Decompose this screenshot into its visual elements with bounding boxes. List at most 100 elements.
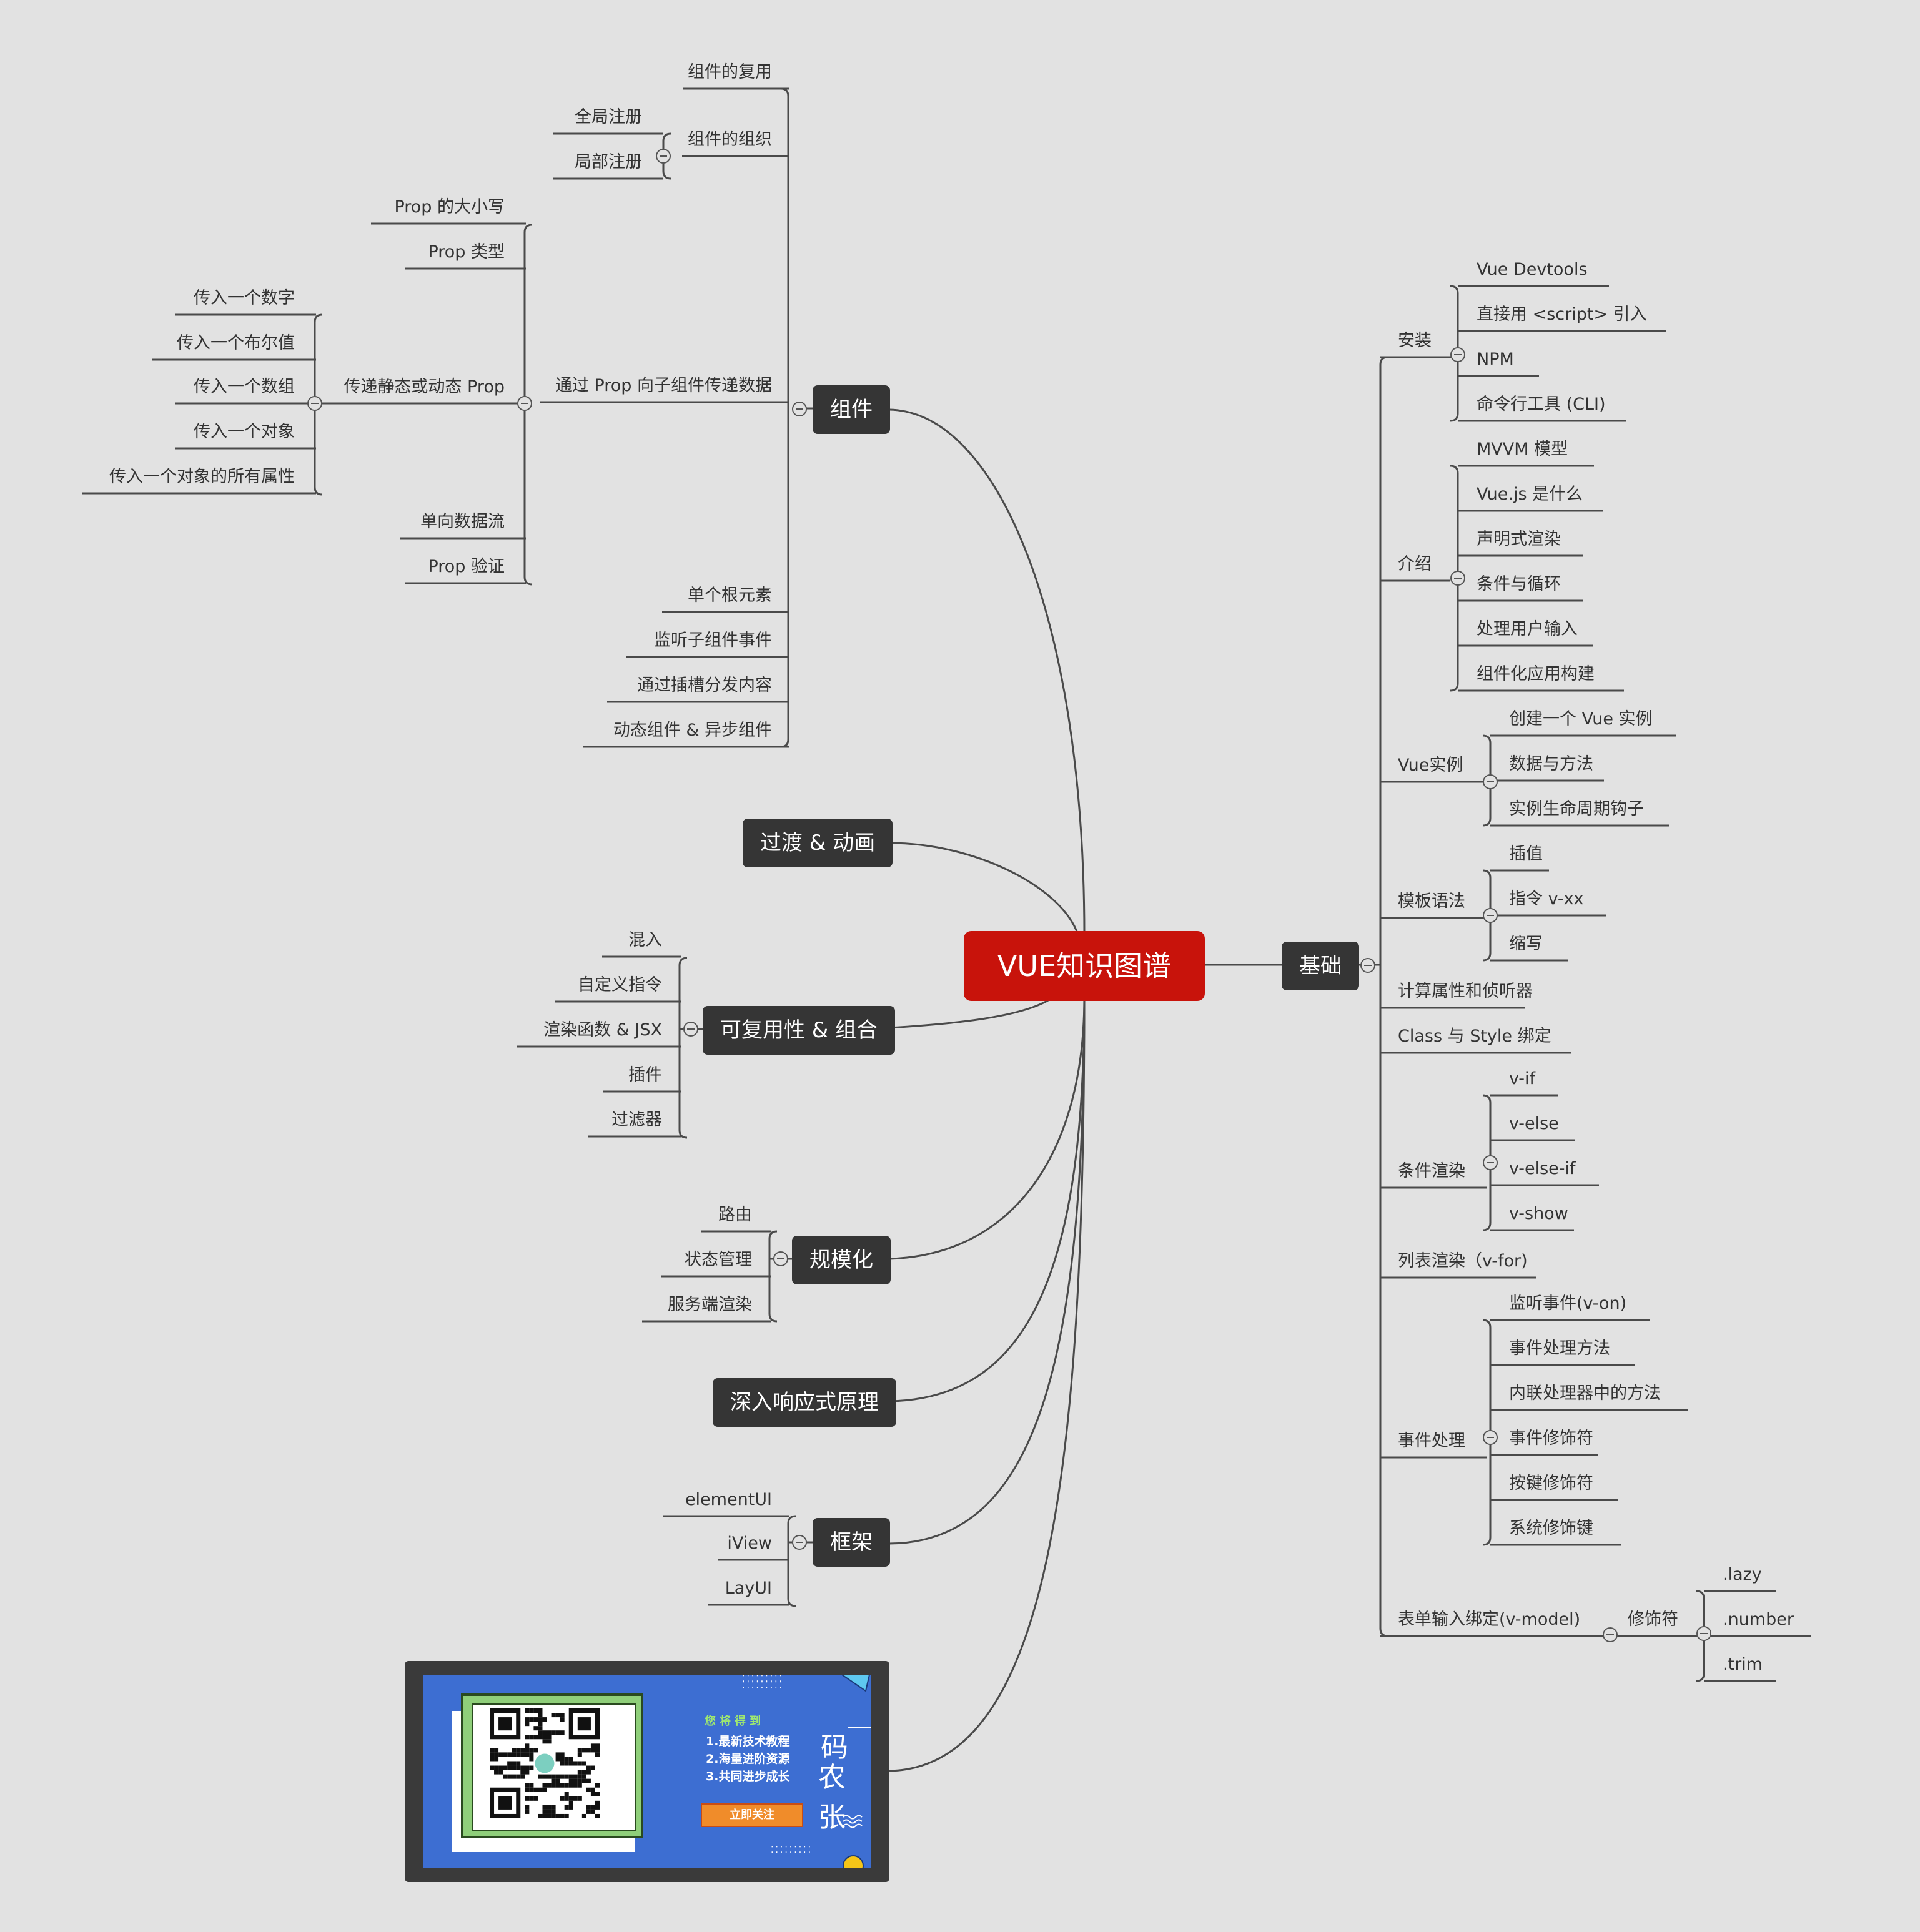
node-basics-instance-children-2[interactable]: 实例生命周期钩子 [1509, 799, 1644, 819]
collapse-toggle-icon[interactable] [1483, 1155, 1498, 1170]
node-basics-intro-children-1[interactable]: Vue.js 是什么 [1477, 485, 1583, 504]
node-basics-modifier[interactable]: 修饰符 [1628, 1610, 1678, 1629]
node-reuse-children-4[interactable]: 过滤器 [611, 1110, 662, 1130]
node-basics-conditional-children-1[interactable]: v-else [1509, 1114, 1559, 1133]
node-basics-events-children-0[interactable]: 监听事件(v-on) [1509, 1294, 1627, 1313]
node-basics-intro-children-0[interactable]: MVVM 模型 [1477, 440, 1568, 459]
node-basics-template-children-1[interactable]: 指令 v-xx [1509, 889, 1584, 909]
node-basics-events-children-4[interactable]: 按键修饰符 [1509, 1474, 1593, 1493]
node-basics-install-children-2[interactable]: NPM [1477, 350, 1514, 369]
node-basics-conditional-children-2[interactable]: v-else-if [1509, 1159, 1576, 1178]
node-components-org-children-0[interactable]: 全局注册 [575, 107, 642, 127]
node-basics-template[interactable]: 模板语法 [1398, 892, 1465, 911]
node-reuse-children-1[interactable]: 自定义指令 [578, 975, 662, 995]
node-basics-intro-children-4[interactable]: 处理用户输入 [1477, 619, 1578, 639]
node-components-prop-children-2[interactable]: 传递静态或动态 Prop [344, 377, 505, 397]
node-basics-instance-children-1[interactable]: 数据与方法 [1509, 754, 1593, 774]
collapse-toggle-icon[interactable] [683, 1022, 698, 1037]
node-components-others-3[interactable]: 动态组件 & 异步组件 [613, 721, 772, 740]
node-basics-modifier-children-0[interactable]: .lazy [1723, 1565, 1762, 1584]
node-components-prop-static-children-1[interactable]: 传入一个布尔值 [177, 333, 295, 353]
node-basics-conditional-children-3[interactable]: v-show [1509, 1204, 1568, 1223]
node-framework-children-1[interactable]: iView [727, 1534, 772, 1553]
node-components-reuse[interactable]: 组件的复用 [688, 62, 772, 82]
node-basics-list[interactable]: 列表渲染（v-for) [1398, 1251, 1528, 1271]
node-basics-events-children-3[interactable]: 事件修饰符 [1509, 1429, 1593, 1448]
node-components-org[interactable]: 组件的组织 [688, 130, 772, 149]
node-basics-class-style[interactable]: Class 与 Style 绑定 [1398, 1027, 1551, 1046]
collapse-toggle-icon[interactable] [773, 1251, 788, 1266]
node-basics-modifier-children-2[interactable]: .trim [1723, 1655, 1763, 1674]
node-framework-children-2[interactable]: LayUI [725, 1579, 772, 1598]
node-basics-install-children-0[interactable]: Vue Devtools [1477, 260, 1588, 279]
node-basics-computed[interactable]: 计算属性和侦听器 [1398, 982, 1533, 1001]
branch-branches-reuse[interactable]: 可复用性 & 组合 [703, 1006, 896, 1055]
branch-branches-transition[interactable]: 过渡 & 动画 [743, 819, 893, 867]
collapse-toggle-icon[interactable] [1360, 958, 1375, 973]
node-components-prop-static-children-3[interactable]: 传入一个对象 [194, 422, 295, 441]
node-basics-events[interactable]: 事件处理 [1398, 1431, 1465, 1451]
collapse-toggle-icon[interactable] [1450, 347, 1465, 362]
node-components-prop-children-0[interactable]: Prop 的大小写 [394, 197, 505, 217]
collapse-toggle-icon[interactable] [792, 1535, 807, 1550]
qr-code-icon[interactable] [490, 1708, 600, 1818]
branch-branches-framework[interactable]: 框架 [813, 1518, 890, 1567]
node-basics-conditional-children-0[interactable]: v-if [1509, 1069, 1536, 1088]
node-basics-template-children-0[interactable]: 插值 [1509, 844, 1543, 864]
node-basics-modifier-children-1[interactable]: .number [1723, 1610, 1794, 1629]
node-basics-conditional[interactable]: 条件渲染 [1398, 1161, 1465, 1181]
node-basics-install[interactable]: 安装 [1398, 331, 1432, 350]
node-basics-install-children-3[interactable]: 命令行工具 (CLI) [1477, 395, 1606, 414]
node-scale-children-0[interactable]: 路由 [718, 1205, 752, 1225]
node-reuse-children-0[interactable]: 混入 [628, 930, 662, 950]
node-basics-intro-children-3[interactable]: 条件与循环 [1477, 574, 1561, 594]
node-basics-events-children-1[interactable]: 事件处理方法 [1509, 1339, 1610, 1358]
node-components-others-0[interactable]: 单个根元素 [688, 586, 772, 605]
node-basics-instance[interactable]: Vue实例 [1398, 756, 1463, 775]
collapse-toggle-icon[interactable] [1696, 1626, 1711, 1641]
node-basics-intro-children-5[interactable]: 组件化应用构建 [1477, 664, 1595, 684]
follow-button[interactable]: 立即关注 [701, 1803, 803, 1827]
node-components-others-2[interactable]: 通过插槽分发内容 [637, 676, 772, 695]
node-reuse-children-3[interactable]: 插件 [628, 1065, 662, 1085]
node-reuse-children-2[interactable]: 渲染函数 & JSX [543, 1020, 662, 1040]
node-basics-intro[interactable]: 介绍 [1398, 554, 1432, 574]
node-scale-children-1[interactable]: 状态管理 [685, 1250, 752, 1269]
node-basics-template-children-2[interactable]: 缩写 [1509, 934, 1543, 954]
node-basics-instance-children-0[interactable]: 创建一个 Vue 实例 [1509, 709, 1653, 729]
collapse-toggle-icon[interactable] [792, 402, 807, 416]
node-components-prop-static-children-2[interactable]: 传入一个数组 [194, 377, 295, 397]
node-components-others-1[interactable]: 监听子组件事件 [654, 631, 772, 650]
node-basics-intro-children-2[interactable]: 声明式渲染 [1477, 530, 1561, 549]
collapse-toggle-icon[interactable] [1483, 774, 1498, 789]
collapse-toggle-icon[interactable] [1483, 1430, 1498, 1445]
node-components-prop-static-children-4[interactable]: 传入一个对象的所有属性 [109, 467, 295, 486]
node-basics-events-children-2[interactable]: 内联处理器中的方法 [1509, 1384, 1661, 1403]
collapse-toggle-icon[interactable] [1483, 908, 1498, 923]
node-framework-children-0[interactable]: elementUI [685, 1490, 772, 1509]
collapse-toggle-icon[interactable] [517, 396, 532, 411]
collapse-toggle-icon[interactable] [1450, 571, 1465, 586]
node-scale-children-2[interactable]: 服务端渲染 [668, 1295, 752, 1314]
qr-ad-banner[interactable]: 您将得到 1.最新技术教程 2.海量进阶资源 3.共同进步成长 码 农张 立即关… [405, 1661, 889, 1882]
collapse-toggle-icon[interactable] [1603, 1627, 1618, 1642]
collapse-toggle-icon[interactable] [307, 396, 322, 411]
node-components-prop-children-1[interactable]: Prop 类型 [428, 242, 505, 262]
node-components-prop-children-4[interactable]: Prop 验证 [428, 557, 505, 576]
node-basics-form[interactable]: 表单输入绑定(v-model) [1398, 1610, 1581, 1629]
branch-branches-reactivity[interactable]: 深入响应式原理 [713, 1378, 896, 1427]
node-components-prop[interactable]: 通过 Prop 向子组件传递数据 [555, 376, 772, 395]
connector-line [889, 842, 1079, 935]
node-components-prop-static-children-0[interactable]: 传入一个数字 [194, 288, 295, 308]
node-components-prop-children-3[interactable]: 单向数据流 [420, 512, 505, 531]
node-components-org-children-1[interactable]: 局部注册 [575, 152, 642, 172]
branch-branches-scale[interactable]: 规模化 [792, 1236, 891, 1284]
branch-branches-basics[interactable]: 基础 [1282, 942, 1359, 990]
node-basics-events-children-5[interactable]: 系统修饰键 [1509, 1519, 1593, 1538]
dots-decoration-icon: ⁚⁚⁚⁚⁚⁚⁚⁚⁚ [771, 1845, 813, 1855]
root-node[interactable]: VUE知识图谱 [964, 931, 1205, 1001]
branch-branches-components[interactable]: 组件 [813, 385, 890, 434]
node-basics-install-children-1[interactable]: 直接用 <script> 引入 [1477, 305, 1647, 324]
collapse-toggle-icon[interactable] [656, 149, 671, 164]
